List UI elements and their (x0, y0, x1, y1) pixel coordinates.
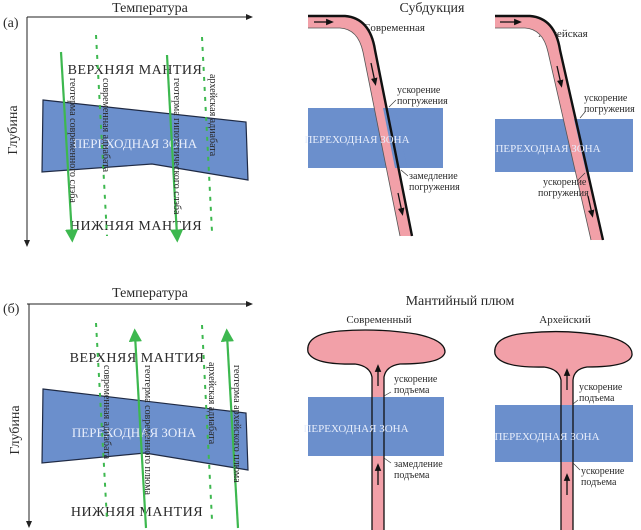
top-note-line1: ускорение (394, 374, 438, 385)
subduction-panel: Субдукция Современная ПЕРЕХОДНАЯ ЗОНА ус… (304, 1, 635, 241)
bottom-note-line1: ускорение (581, 466, 625, 477)
bottom-note-line2: подъема (581, 477, 617, 488)
top-note-line1: ускорение (397, 85, 441, 96)
top-note-line1: ускорение (579, 382, 623, 393)
panel-label: (а) (3, 16, 19, 31)
slab-top-edge (308, 14, 414, 237)
archean-plume-geotherm-label: геотерма архейского плюма (231, 365, 242, 483)
slab-transition-segment (574, 119, 598, 172)
hypothetical-slab-geotherm-label: геотерма гипотетического слэба (171, 78, 182, 215)
plume-transition-segment (561, 405, 573, 462)
slab-bottom-edge (308, 27, 401, 237)
bottom-note-line2: подъема (394, 470, 430, 481)
panel-label: (б) (3, 302, 20, 317)
plume-outline (307, 329, 446, 530)
modern-slab-geotherm-line (59, 51, 79, 243)
archean-adiabat-line (201, 36, 213, 233)
bottom-note-line1: ускорение (543, 177, 587, 188)
modern-adiabat-label: современная адиабата (100, 78, 111, 173)
modern-plume-geotherm-label: геотерма современного плюма (142, 365, 153, 495)
hypothetical-slab-geotherm-line (165, 54, 184, 243)
archean-adiabat-label: архейская адиабата (206, 362, 217, 445)
transition-zone-label: ПЕРЕХОДНАЯ ЗОНА (495, 143, 600, 155)
transition-zone-label: ПЕРЕХОДНАЯ ЗОНА (73, 136, 198, 151)
callout-line (388, 99, 397, 108)
top-note-line1: ускорение (584, 93, 628, 104)
flow-arrow-icon (397, 192, 405, 216)
top-note-line2: подъема (394, 385, 430, 396)
callout-line (572, 399, 579, 405)
y-axis-label: Глубина (6, 105, 21, 155)
modern-slab-geotherm-label: геотерма современного слэба (67, 78, 78, 203)
callout-line (400, 169, 409, 177)
modern-plume-geotherm-line (128, 328, 148, 529)
x-axis-label: Температура (112, 1, 189, 16)
panel-a: Температура (а) Глубина ВЕРХНЯЯ МАНТИЯ П… (3, 1, 253, 247)
flow-arrow-icon (587, 195, 595, 218)
callout-line (383, 391, 392, 397)
panel-b: Температура (б) Глубина ВЕРХНЯЯ МАНТИЯ П… (3, 286, 253, 529)
bottom-note-line2: погружения (538, 188, 589, 199)
bottom-note-line1: замедление (409, 171, 458, 182)
top-note-line2: погружения (397, 96, 448, 107)
x-axis-label: Температура (112, 286, 189, 301)
archean-subduction: Архейская ПЕРЕХОДНАЯ ЗОНА ускорение погр… (495, 14, 635, 241)
top-note-line2: подъема (579, 393, 615, 404)
slab-top-edge (495, 14, 605, 241)
modern-plume: Современный ПЕРЕХОДНАЯ ЗОНА ускорение по… (303, 314, 446, 530)
transition-zone-label: ПЕРЕХОДНАЯ ЗОНА (304, 134, 409, 146)
y-axis-label: Глубина (8, 405, 23, 455)
callout-line (577, 172, 586, 181)
bottom-note-line2: погружения (409, 182, 460, 193)
archean-plume-geotherm-line (220, 328, 240, 529)
subduction-title: Субдукция (400, 1, 465, 16)
transition-zone-band (41, 99, 249, 181)
lower-mantle-label: НИЖНЯЯ МАНТИЯ (70, 219, 202, 234)
transition-zone-band (41, 388, 249, 471)
modern-subduction-label: Современная (363, 22, 425, 34)
callout-line (579, 111, 586, 119)
archean-plume-label: Архейский (539, 314, 591, 326)
modern-subduction: Современная ПЕРЕХОДНАЯ ЗОНА ускорение по… (304, 14, 460, 237)
modern-adiabat-label: современная адиабата (101, 365, 112, 460)
flow-arrow-icon (370, 62, 378, 86)
lower-mantle-label: НИЖНЯЯ МАНТИЯ (71, 505, 203, 520)
modern-plume-label: Современный (346, 314, 411, 326)
slab-bottom-edge (495, 27, 592, 241)
callout-line (572, 462, 581, 471)
modern-adiabat-line (95, 322, 108, 521)
modern-adiabat-line (95, 34, 108, 237)
archean-plume: Архейский ПЕРЕХОДНАЯ ЗОНА ускорение подъ… (494, 314, 633, 530)
plume-outline (494, 330, 633, 530)
transition-zone-label: ПЕРЕХОДНАЯ ЗОНА (72, 425, 197, 440)
flow-arrow-icon (556, 65, 564, 88)
plume-transition-segment (372, 397, 384, 456)
upper-mantle-label: ВЕРХНЯЯ МАНТИЯ (68, 63, 203, 78)
transition-zone-label: ПЕРЕХОДНАЯ ЗОНА (303, 423, 408, 435)
transition-zone-box (495, 119, 633, 172)
callout-line (383, 457, 392, 464)
plume-title: Мантийный плюм (406, 294, 515, 309)
archean-adiabat-label: архейская адиабата (207, 74, 218, 157)
bottom-note-line1: замедление (394, 459, 443, 470)
plume-panel: Мантийный плюм Современный ПЕРЕХОДНАЯ ЗО… (303, 294, 633, 530)
archean-adiabat-line (201, 324, 213, 521)
transition-zone-box (308, 108, 443, 168)
top-note-line2: погружения (584, 104, 635, 115)
transition-zone-label: ПЕРЕХОДНАЯ ЗОНА (494, 431, 599, 443)
